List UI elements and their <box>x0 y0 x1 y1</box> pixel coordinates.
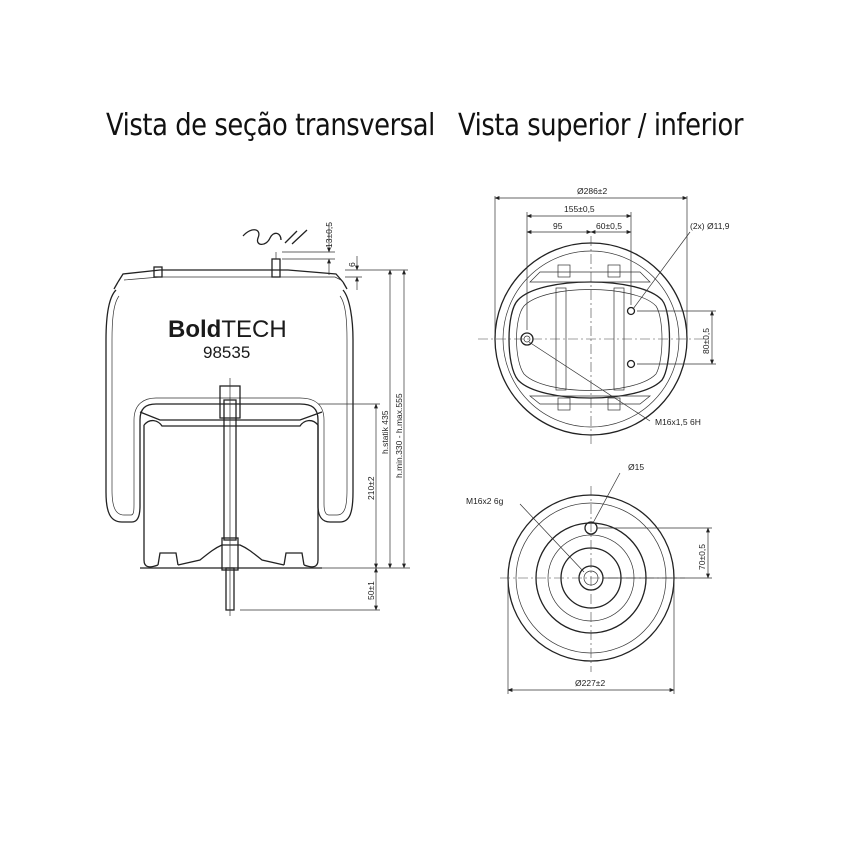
dim-top-thread: M16x1,5 6H <box>655 417 701 427</box>
dim-outer-diameter: Ø286±2 <box>577 186 607 196</box>
dim-hole-vertical: 80±0,5 <box>701 328 711 354</box>
dim-plate-thickness: 6 <box>347 262 357 267</box>
dim-piston-height: 210±2 <box>366 476 376 500</box>
brand-light: TECH <box>221 316 286 343</box>
brand-logo: BoldTECH <box>168 316 287 343</box>
dim-offset-95: 95 <box>553 221 563 231</box>
dim-offset-60: 60±0,5 <box>596 221 622 231</box>
bellows-outline <box>105 289 354 523</box>
dim-height-range: h.min.330 - h.max.555 <box>394 393 404 478</box>
section-view: BoldTECH 98535 13±0,5 6 h.statik 435 h.m… <box>105 222 410 616</box>
part-number: 98535 <box>203 343 250 362</box>
bottom-view <box>500 472 712 694</box>
bolt-rod <box>219 378 241 616</box>
piston <box>139 411 323 569</box>
dim-hole-spec: (2x) Ø11,9 <box>690 221 730 231</box>
dim-static-height: h.statik 435 <box>380 410 390 454</box>
section-view-title: Vista de seção transversal <box>106 108 435 143</box>
section-dimension-lines <box>240 224 410 611</box>
dim-bolt-spacing: 155±0,5 <box>564 204 595 214</box>
clip-pin-icon <box>242 229 308 246</box>
dim-bottom-offset: 70±0,5 <box>697 544 707 570</box>
top-plate <box>113 252 348 290</box>
bellows-inner <box>111 295 348 516</box>
dim-bottom-thread: M16x2 6g <box>466 496 504 506</box>
dim-bolt-length: 50±1 <box>366 581 376 600</box>
top-bottom-view-title: Vista superior / inferior <box>458 108 744 143</box>
dim-bottom-hole: Ø15 <box>628 462 644 472</box>
dim-top-pin: 13±0,5 <box>324 222 334 248</box>
brand-bold: Bold <box>168 316 221 343</box>
dim-base-diameter: Ø227±2 <box>575 678 605 688</box>
top-view <box>478 196 716 445</box>
top-plate-outline <box>508 281 671 399</box>
